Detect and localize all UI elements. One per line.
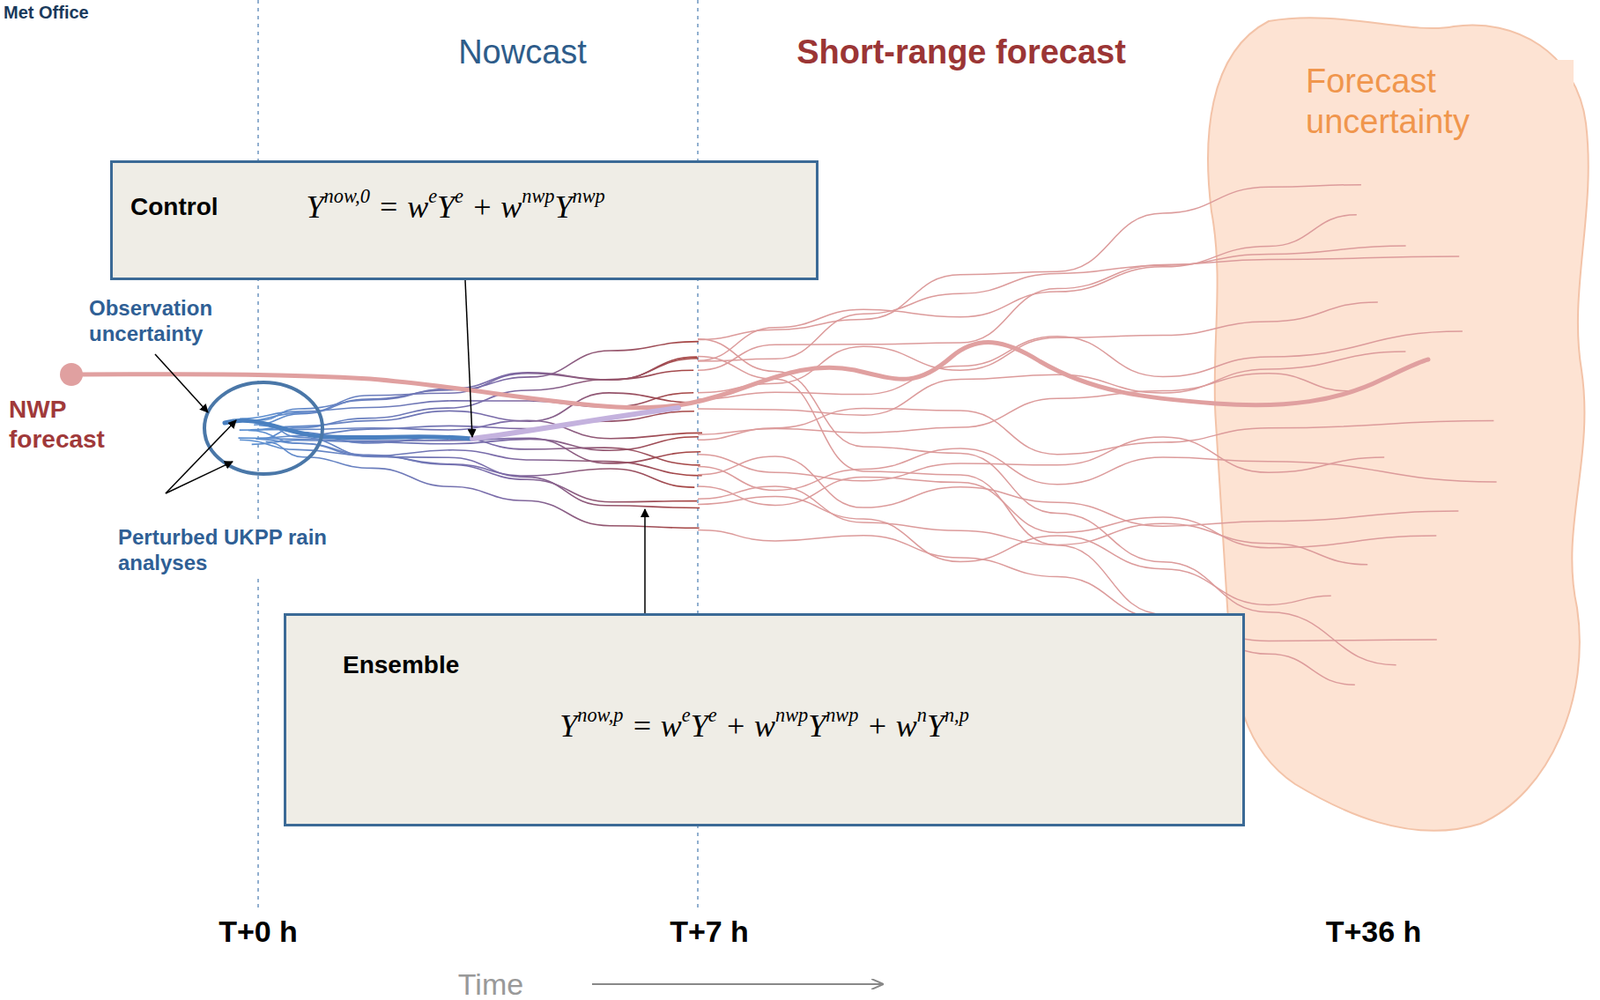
ensemble-member-line [697, 476, 1437, 548]
superscript: nwp [825, 703, 859, 726]
formula: Ynow,0 = weYe + wnwpYnwp [306, 188, 606, 226]
control-nowcast-line [224, 420, 473, 439]
ensemble-member-line [266, 441, 700, 528]
leader-arrow [155, 354, 208, 413]
ensemble-member-line [697, 486, 1368, 565]
control-blend-line [472, 407, 679, 439]
time-tick-label: T+0 h [218, 913, 298, 950]
phase-title: Short-range forecast [796, 32, 1126, 74]
observation-uncertainty-circle [204, 382, 323, 475]
time-tick-label: T+36 h [1325, 913, 1423, 950]
nwp-forecast-line [71, 342, 1429, 408]
superscript: e [681, 703, 691, 726]
superscript: nwp [572, 185, 606, 208]
ensemble-member-line [697, 351, 1406, 415]
box-heading: Control [130, 192, 219, 222]
superscript: n,p [944, 703, 970, 726]
leader-arrow [465, 280, 473, 438]
callout-label: Perturbed UKPP rain analyses [114, 523, 386, 578]
ensemble-member-line [239, 439, 695, 488]
leader-arrow [165, 461, 233, 494]
time-tick-label: T+7 h [669, 913, 749, 950]
leader-arrow [644, 509, 646, 614]
callout-label: Observation uncertainty [88, 296, 257, 348]
phase-title: Nowcast [458, 32, 587, 74]
ensemble-member-line [697, 407, 1494, 454]
time-divider [257, 0, 260, 908]
ensemble-member-line [697, 302, 1378, 393]
callout-label: NWP forecast [8, 394, 124, 454]
superscript: e [708, 703, 718, 726]
superscript: nwp [521, 185, 555, 208]
superscript: e [428, 185, 438, 208]
time-arrow [592, 983, 883, 986]
superscript: nwp [775, 703, 808, 726]
formula: Ynow,p = weYe + wnwpYnwp + wnYn,p [342, 707, 1186, 745]
logo-text: Met Office [3, 1, 89, 23]
superscript: now,p [577, 703, 623, 726]
nwp-start-dot [59, 362, 83, 386]
superscript: n [917, 703, 927, 726]
ensemble-box: EnsembleYnow,p = weYe + wnwpYnwp + wnYn,… [283, 613, 1245, 827]
ensemble-member-line [697, 448, 1497, 490]
axis-label: Time [458, 966, 524, 1000]
superscript: e [454, 185, 464, 208]
superscript: now,0 [324, 185, 371, 208]
ensemble-member-line [255, 438, 702, 476]
ensemble-member-line [697, 331, 1463, 400]
ensemble-member-line [697, 496, 1332, 606]
uncertainty-blob [1207, 17, 1589, 831]
ensemble-member-line [697, 437, 1385, 482]
control-box: Control Ynow,0 = weYe + wnwpYnwp [110, 160, 819, 281]
box-heading: Ensemble [342, 651, 1186, 680]
leader-arrow [165, 420, 237, 494]
region-label: Forecast uncertainty [1302, 59, 1574, 144]
